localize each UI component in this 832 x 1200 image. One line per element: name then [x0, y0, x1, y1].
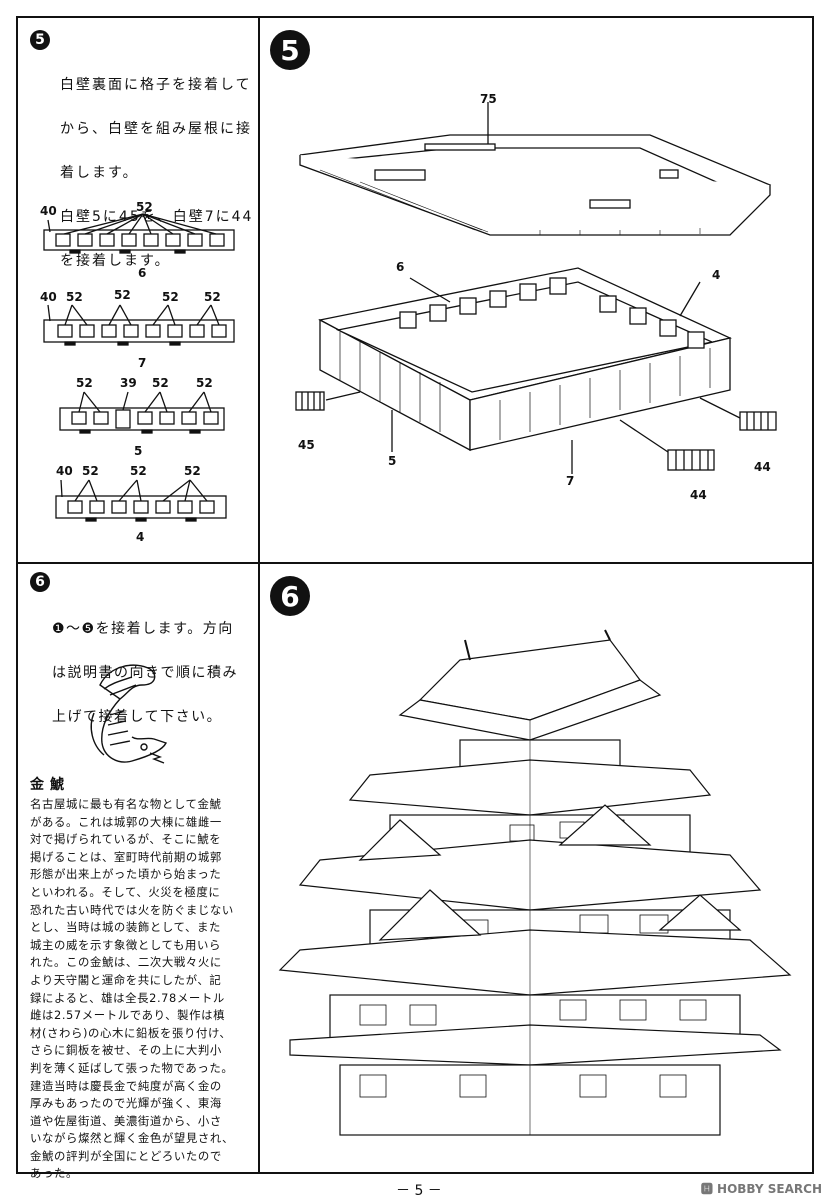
body-line: 判を薄く延ばして張った物であった。	[30, 1060, 234, 1075]
wall5-label-52: 52	[196, 376, 213, 390]
kinshachi-title: 金鯱	[30, 777, 70, 793]
kinshachi-description: 名古屋城に最も有名な物として金鯱 がある。これは城郭の大棟に雄雌一 対で掲げられ…	[30, 796, 252, 1183]
row-divider	[16, 562, 814, 564]
page-number: － 5 －	[396, 1183, 442, 1199]
wall6-diagram	[43, 213, 235, 254]
part-label-6: 6	[396, 260, 405, 274]
body-line: 建造当時は慶長金で純度が高く金の	[30, 1078, 222, 1093]
wall-frame	[318, 267, 732, 452]
kinshachi-illustration	[90, 664, 167, 764]
step5-instructions: 白壁裏面に格子を接着して から、白壁を組み屋根に接 着します。 白壁5に45を、…	[60, 52, 253, 294]
wall6-label-40: 40	[40, 204, 57, 218]
body-line: 金鯱の評判が全国にとどろいたので	[30, 1148, 222, 1163]
body-line: 恐れた古い時代では火を防ぐまじない	[30, 902, 234, 917]
body-line: 厚みもあったので光輝が強く、東海	[30, 1096, 222, 1111]
wall7-label-52: 52	[66, 290, 83, 304]
assembly6-badge: 6	[270, 576, 310, 616]
wall5-label-52: 52	[152, 376, 169, 390]
wall4-label-52: 52	[82, 464, 99, 478]
wall7-part-number: 7	[138, 356, 147, 370]
wall4-label-40: 40	[56, 464, 73, 478]
lattice-45	[295, 391, 325, 411]
wall-diagrams	[43, 213, 235, 522]
part-label-45: 45	[298, 438, 315, 452]
wall5-label-39: 39	[120, 376, 137, 390]
wall6-part-number: 6	[138, 266, 147, 280]
body-line: 対で掲げられているが、そこに鯱を	[30, 832, 222, 847]
step5-line: 着します。	[60, 165, 139, 181]
body-line: とし、当時は城の装飾として、また	[30, 920, 221, 935]
lattice-44b	[739, 411, 777, 431]
wall7-label-40: 40	[40, 290, 57, 304]
body-line: 材(さわら)の心木に鉛板を張り付け、	[30, 1025, 232, 1040]
step5-line: を接着します。	[60, 253, 171, 269]
body-line: 名古屋城に最も有名な物として金鯱	[30, 797, 222, 811]
wall4-label-52: 52	[130, 464, 147, 478]
body-line: れた。この金鯱は、二次大戦々火に	[30, 955, 222, 970]
part-label-4: 4	[712, 268, 721, 282]
step5-line: から、白壁を組み屋根に接	[60, 121, 252, 137]
wall6-label-52: 52	[136, 200, 153, 214]
assembly5-badge: 5	[270, 30, 310, 70]
body-line: 掲げることは、室町時代前期の城郭	[30, 849, 222, 864]
body-line: 雌は2.57メートルであり、製作は槙	[30, 1008, 226, 1023]
part-label-75: 75	[480, 92, 497, 106]
assembly5-diagram	[295, 102, 777, 474]
step6-line: は説明書の向きで順に積み	[52, 665, 238, 681]
step5-badge: 5	[30, 30, 50, 50]
part-label-44: 44	[690, 488, 707, 502]
watermark: 🅷 HOBBY SEARCH	[700, 1182, 822, 1196]
step6-badge: 6	[30, 572, 50, 592]
castle-illustration	[278, 629, 792, 1136]
wall7-label-52: 52	[162, 290, 179, 304]
wall5-part-number: 5	[134, 444, 143, 458]
step5-line: 白壁裏面に格子を接着して	[60, 77, 252, 93]
wall4-part-number: 4	[136, 530, 145, 544]
body-line: がある。これは城郭の大棟に雄雌一	[30, 814, 222, 829]
body-line: 城主の威を示す象徴としても用いら	[30, 937, 221, 952]
wall7-diagram	[43, 304, 235, 346]
body-line: あった。	[30, 1166, 78, 1181]
body-line: さらに銅板を被せ、その上に大判小	[30, 1043, 222, 1058]
wall5-diagram	[59, 391, 225, 434]
part-label-44: 44	[754, 460, 771, 474]
part-label-7: 7	[566, 474, 575, 488]
wall4-label-52: 52	[184, 464, 201, 478]
step6-instructions: ❶～❺を接着します。方向 は説明書の向きで順に積み 上げて接着して下さい。	[52, 596, 238, 750]
wall5-label-52: 52	[76, 376, 93, 390]
step6-line: 上げて接着して下さい。	[52, 709, 223, 725]
body-line: 形態が出来上がった頃から始まった	[30, 867, 222, 882]
part-label-5: 5	[388, 454, 397, 468]
wall4-diagram	[55, 479, 227, 522]
column-divider	[258, 16, 260, 1174]
body-line: より天守閣と運命を共にしたが、記	[30, 972, 222, 987]
page-frame	[16, 16, 814, 1174]
wall7-label-52: 52	[204, 290, 221, 304]
body-line: 道や佐屋街道、美濃街道から、小さ	[30, 1113, 222, 1128]
step6-line: ❶～❺を接着します。方向	[52, 621, 234, 637]
body-line: いながら燦然と輝く金色が望見され、	[30, 1131, 234, 1146]
roof-frame-75	[299, 102, 772, 236]
body-line: といわれる。そして、火災を極度に	[30, 884, 221, 899]
wall7-label-52: 52	[114, 288, 131, 302]
body-line: 録によると、雄は全長2.78メートル	[30, 990, 225, 1005]
lattice-44a	[667, 449, 715, 471]
